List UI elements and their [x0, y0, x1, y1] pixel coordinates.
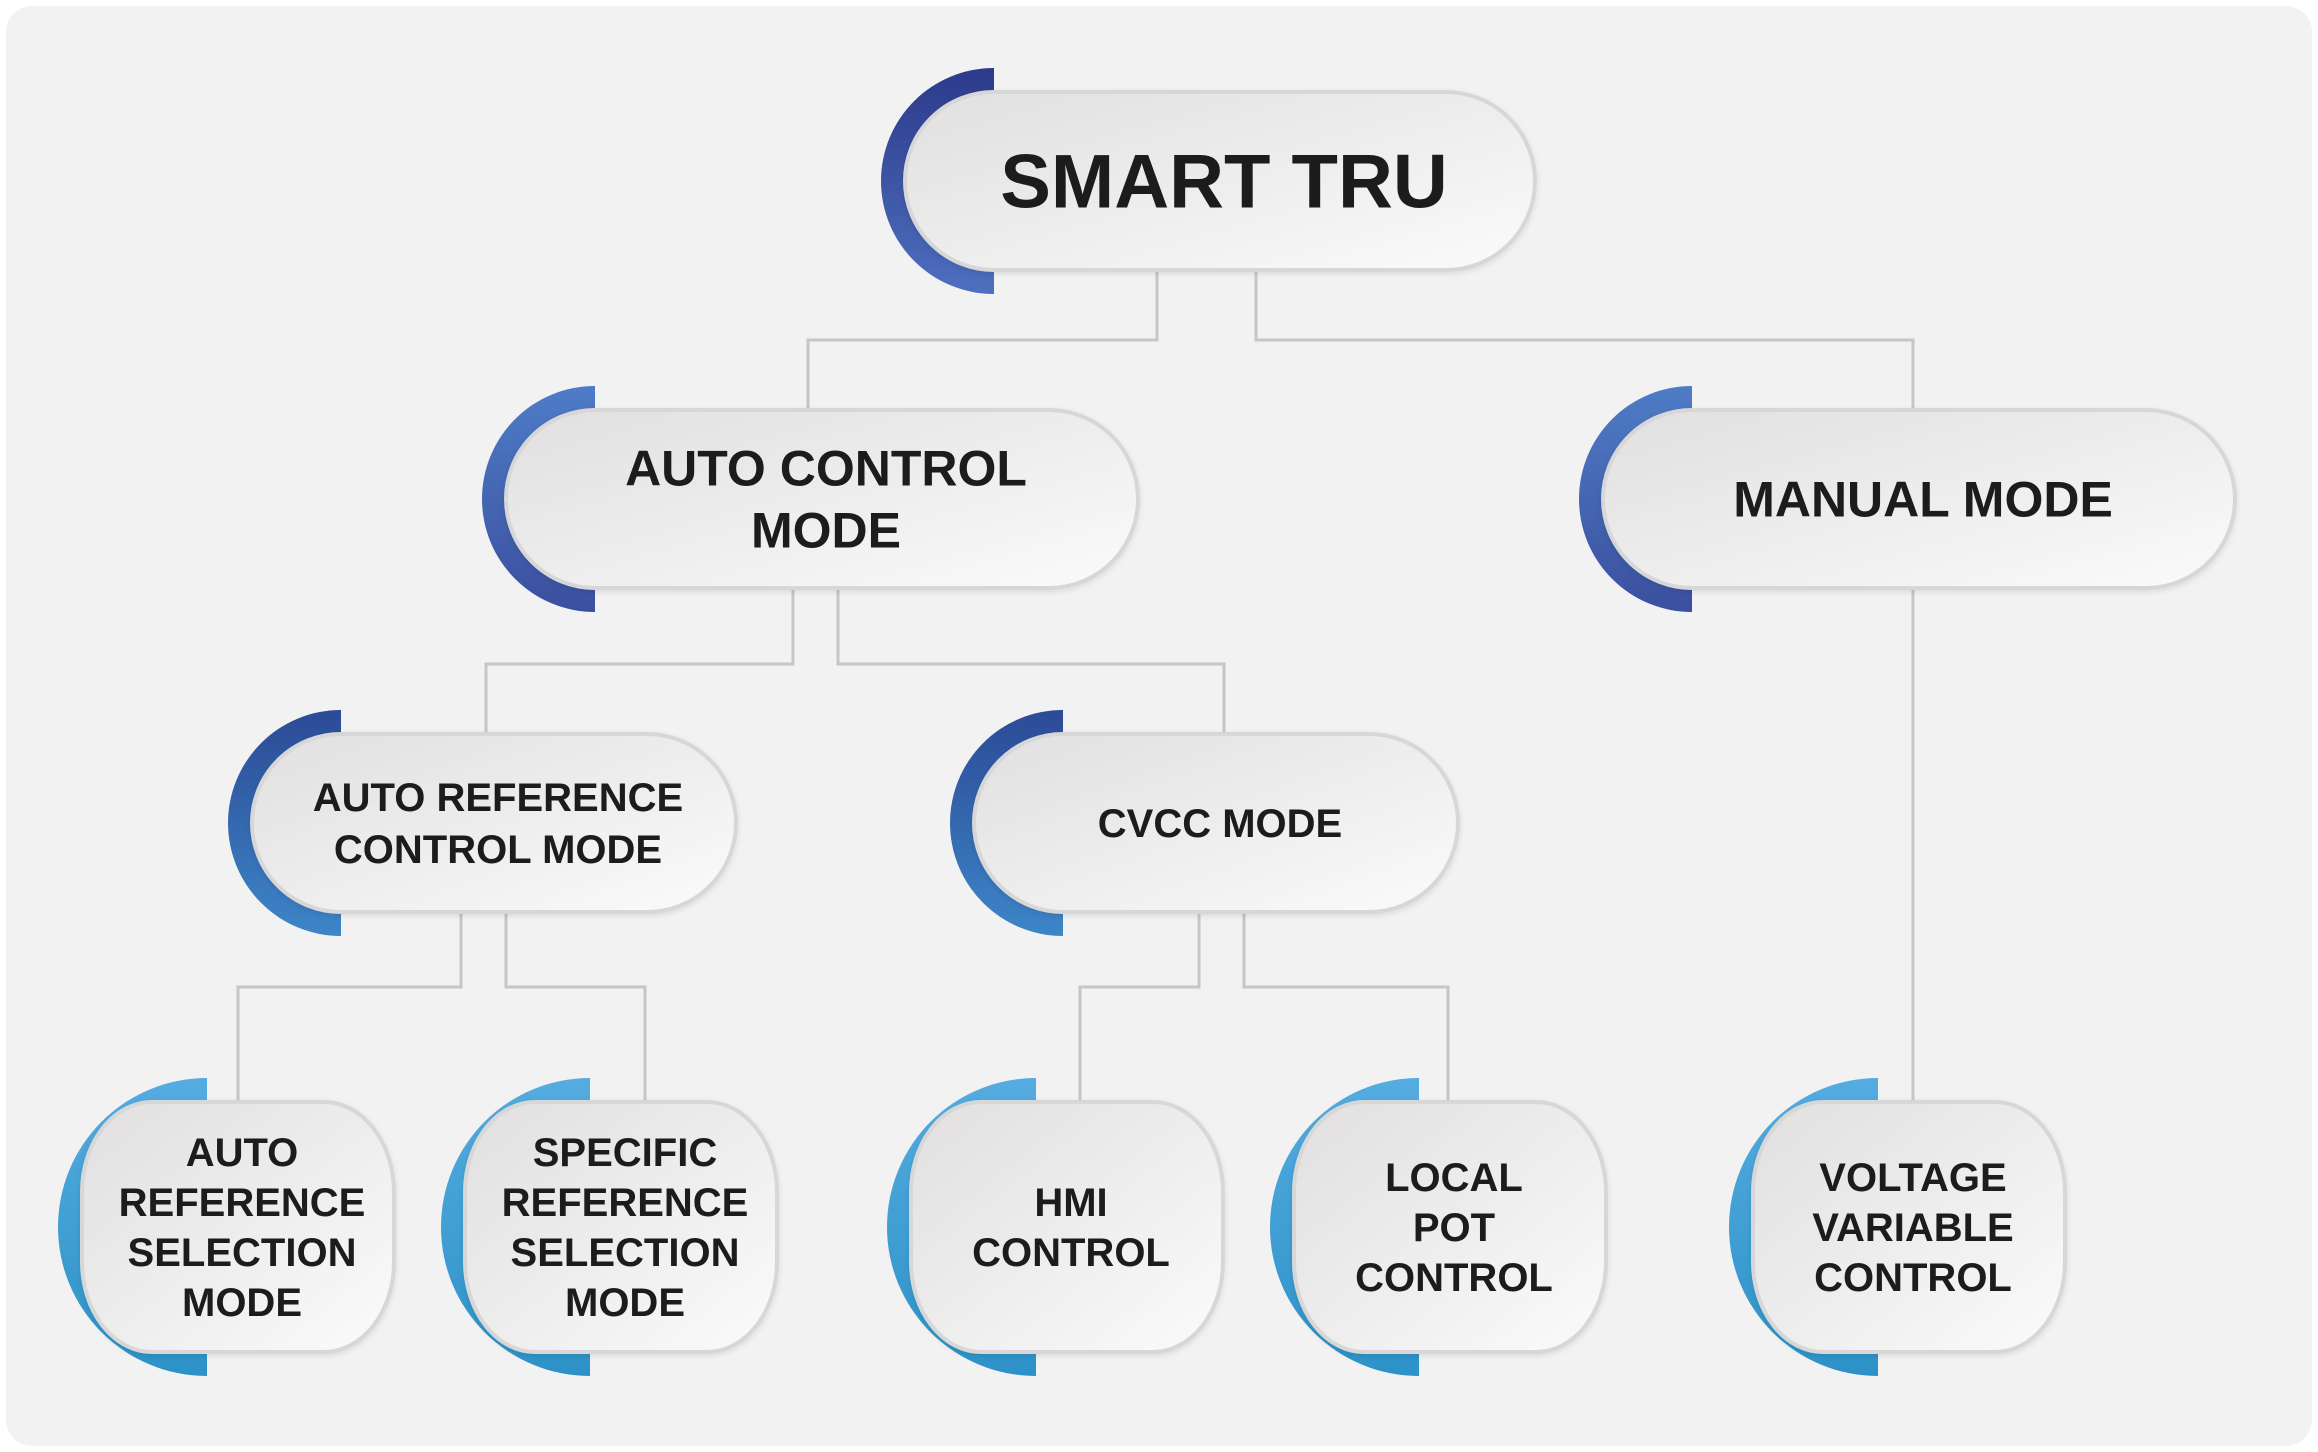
node-label-line: SELECTION: [511, 1231, 740, 1275]
node-label-line: MODE: [751, 503, 901, 559]
connector-cvcc-mode-to-hmi-control: [1078, 912, 1201, 1102]
node-label-line: AUTO: [186, 1131, 299, 1175]
node-pill: [463, 1100, 779, 1354]
node-hmi-control: HMI CONTROL: [887, 1078, 1225, 1376]
diagram-nodes: SMART TRU AUTO CONTROL MODE MANUAL MODE AUTO…: [58, 68, 2237, 1376]
connector-auto-control-mode-to-auto-reference-control-mode: [484, 588, 795, 734]
node-pill: [909, 1100, 1225, 1354]
node-label-line: AUTO CONTROL: [625, 441, 1027, 497]
node-label-line: VARIABLE: [1812, 1206, 2013, 1250]
node-label-line: AUTO REFERENCE: [313, 776, 683, 820]
connector-lines: [236, 270, 1915, 1102]
node-label-line: SELECTION: [128, 1231, 357, 1275]
node-cvcc-mode: CVCC MODE: [950, 710, 1460, 936]
connector-smart-tru-to-manual-mode: [1254, 270, 1915, 410]
node-pill: [1751, 1100, 2067, 1354]
node-label-line: HMI: [1034, 1181, 1107, 1225]
accent-arc: [1579, 386, 1692, 612]
node-label-line: REFERENCE: [119, 1181, 366, 1225]
node-label-line: POT: [1413, 1206, 1495, 1250]
connector-smart-tru-to-auto-control-mode: [806, 270, 1159, 410]
node-smart-tru: SMART TRU: [881, 68, 1537, 294]
node-pill: [903, 90, 1537, 272]
accent-arc: [881, 68, 994, 294]
node-label-line: VOLTAGE: [1819, 1156, 2006, 1200]
connector-cvcc-mode-to-local-pot-control: [1242, 912, 1450, 1102]
node-specific-reference-selection-mode: SPECIFIC REFERENCE SELECTION MODE: [441, 1078, 779, 1376]
node-pill: [80, 1100, 396, 1354]
accent-arc: [228, 710, 341, 936]
node-label-line: CONTROL: [1355, 1256, 1553, 1300]
node-label-line: MANUAL MODE: [1733, 472, 2113, 528]
node-label-line: CONTROL: [1814, 1256, 2012, 1300]
node-label-line: CVCC MODE: [1098, 802, 1342, 846]
node-pill: [504, 408, 1140, 590]
node-voltage-variable-control: VOLTAGE VARIABLE CONTROL: [1729, 1078, 2067, 1376]
node-label-line: CONTROL MODE: [334, 828, 662, 872]
node-label-line: MODE: [182, 1281, 302, 1325]
connector-auto-reference-control-mode-to-specific-reference-selection-mode: [504, 912, 647, 1102]
node-label-line: MODE: [565, 1281, 685, 1325]
node-pill: [1292, 1100, 1608, 1354]
accent-arc: [950, 710, 1063, 936]
node-auto-reference-selection-mode: AUTO REFERENCE SELECTION MODE: [58, 1078, 396, 1376]
node-auto-control-mode: AUTO CONTROL MODE: [482, 386, 1140, 612]
node-label-line: CONTROL: [972, 1231, 1170, 1275]
node-pill: [972, 732, 1460, 914]
node-label-line: SMART TRU: [1000, 140, 1448, 225]
node-label-line: REFERENCE: [502, 1181, 749, 1225]
node-auto-reference-control-mode: AUTO REFERENCE CONTROL MODE: [228, 710, 738, 936]
node-pill: [250, 732, 738, 914]
connector-auto-reference-control-mode-to-auto-reference-selection-mode: [236, 912, 463, 1102]
node-manual-mode: MANUAL MODE: [1579, 386, 2237, 612]
node-label-line: LOCAL: [1385, 1156, 1523, 1200]
node-pill: [1601, 408, 2237, 590]
connector-auto-control-mode-to-cvcc-mode: [836, 588, 1226, 734]
node-label-line: SPECIFIC: [533, 1131, 717, 1175]
node-local-pot-control: LOCAL POT CONTROL: [1270, 1078, 1608, 1376]
accent-arc: [482, 386, 595, 612]
